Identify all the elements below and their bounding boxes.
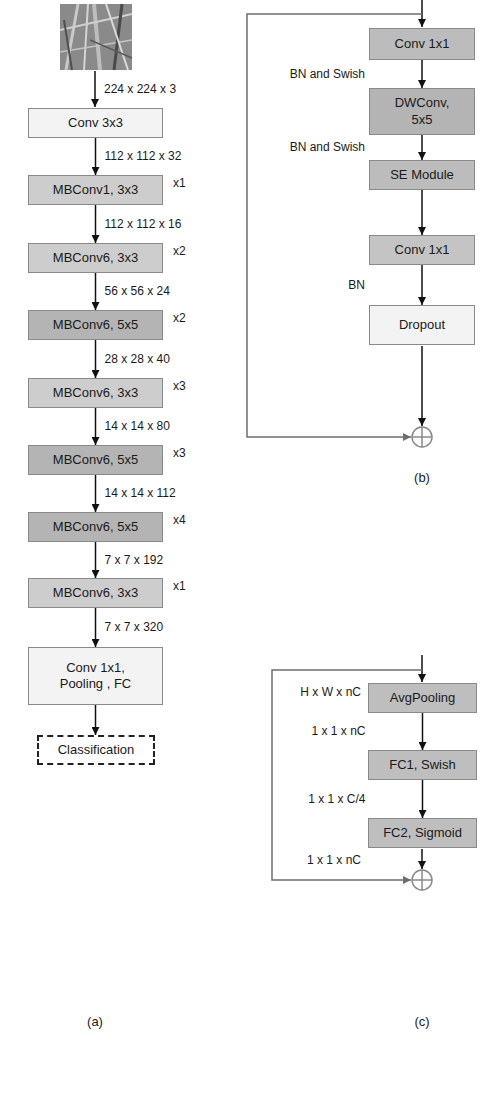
repeat-count: x1	[172, 176, 187, 190]
box-label: Conv 1x1	[395, 242, 450, 258]
box-label: FC1, Swish	[389, 757, 455, 773]
box-label: Conv 3x3	[68, 115, 123, 131]
repeat-count: x4	[172, 513, 187, 527]
edge-label: 7 x 7 x 192	[104, 553, 165, 567]
repeat-count: x2	[172, 311, 187, 325]
mbconv-box: MBConv6, 3x3	[28, 578, 163, 608]
box-label: AvgPooling	[390, 690, 456, 706]
panel-label: (a)	[86, 1014, 104, 1030]
skip-connection	[247, 14, 422, 437]
fc-box: FC1, Swish	[368, 750, 477, 780]
mbconv-box: MBConv6, 3x3	[28, 243, 163, 273]
output-box: Classification	[37, 735, 155, 765]
flow-arrow	[95, 475, 97, 512]
flow-arrow	[95, 408, 97, 445]
box-label: MBConv1, 3x3	[53, 182, 138, 198]
image-ground	[60, 4, 132, 70]
edge-label: 14 x 14 x 112	[104, 486, 177, 500]
flow-arrow	[95, 705, 97, 735]
edge-label: 112 x 112 x 32	[104, 149, 183, 163]
sum-circle	[412, 870, 432, 890]
panel-label: (b)	[413, 470, 431, 486]
sum-circle	[412, 427, 432, 447]
output-arrow	[421, 849, 423, 869]
repeat-count: x3	[172, 446, 187, 460]
fc-box: FC2, Sigmoid	[368, 818, 477, 848]
box-label: Conv 1x1	[395, 36, 450, 52]
edge-label: BN	[347, 278, 366, 292]
input-arrow	[421, 655, 423, 682]
conv-box: Conv 3x3	[28, 108, 163, 138]
edge-label: 7 x 7 x 320	[104, 620, 165, 634]
flow-arrow	[95, 542, 97, 578]
box-label: SE Module	[390, 167, 454, 183]
box-label: FC2, Sigmoid	[383, 825, 462, 841]
flow-arrow	[421, 60, 423, 88]
se-box: SE Module	[369, 160, 475, 190]
mbconv-box: MBConv6, 5x5	[28, 310, 163, 340]
edge-label: 14 x 14 x 80	[104, 419, 171, 433]
box-label: MBConv6, 5x5	[53, 317, 138, 333]
edge-label: BN and Swish	[289, 67, 366, 81]
conv-box: Conv 1x1	[369, 235, 475, 265]
flow-arrow	[422, 713, 424, 750]
sum-cross	[421, 427, 423, 447]
conv-box: Conv 1x1	[369, 28, 475, 60]
flow-arrow	[421, 265, 423, 305]
repeat-count: x3	[172, 379, 187, 393]
dwconv-box: DWConv, 5x5	[369, 88, 475, 135]
tensor-size: H x W x nC	[299, 685, 362, 699]
input-arrow	[94, 71, 96, 107]
repeat-count: x1	[172, 579, 187, 593]
output-arrow	[421, 346, 423, 426]
flow-arrow	[95, 205, 97, 243]
tensor-size: 1 x 1 x nC	[306, 853, 362, 867]
image-branch	[64, 20, 72, 70]
flow-arrow	[95, 138, 97, 175]
sum-symbol	[412, 427, 432, 447]
input-image	[60, 4, 132, 70]
edge-label: 56 x 56 x 24	[104, 284, 171, 298]
mbconv-box: MBConv6, 5x5	[28, 512, 163, 542]
image-branch	[84, 4, 88, 70]
flow-arrow	[95, 340, 97, 378]
edge-label: 112 x 112 x 16	[104, 217, 183, 231]
image-branch	[94, 4, 100, 70]
box-label: MBConv6, 5x5	[53, 452, 138, 468]
flow-arrow	[421, 135, 423, 160]
flow-arrow	[422, 780, 424, 818]
edge-label: BN and Swish	[289, 140, 366, 154]
flow-arrow	[421, 190, 423, 235]
repeat-count: x2	[172, 244, 187, 258]
flow-arrow	[95, 608, 97, 647]
panel-label: (c)	[413, 1014, 430, 1030]
box-label: MBConv6, 5x5	[53, 519, 138, 535]
box-label: MBConv6, 3x3	[53, 250, 138, 266]
sum-cross	[421, 870, 423, 890]
image-branch	[90, 40, 132, 58]
edge-label: 28 x 28 x 40	[104, 352, 171, 366]
box-label: DWConv, 5x5	[387, 95, 457, 128]
edge-label: 1 x 1 x C/4	[307, 792, 366, 806]
pooling-box: AvgPooling	[368, 683, 477, 713]
sum-symbol	[412, 870, 432, 890]
flow-arrow	[95, 273, 97, 310]
image-branch	[106, 4, 128, 70]
head-box: Conv 1x1, Pooling , FC	[28, 647, 163, 705]
box-label: MBConv6, 3x3	[53, 385, 138, 401]
image-branch	[66, 4, 78, 70]
edge-label: 1 x 1 x nC	[310, 724, 366, 738]
mbconv-box: MBConv6, 5x5	[28, 445, 163, 475]
box-label: MBConv6, 3x3	[53, 585, 138, 601]
box-label: Dropout	[399, 317, 445, 333]
box-label: Conv 1x1, Pooling , FC	[52, 660, 140, 693]
mbconv-box: MBConv1, 3x3	[28, 175, 163, 205]
dropout-box: Dropout	[369, 305, 475, 345]
mbconv-box: MBConv6, 3x3	[28, 378, 163, 408]
box-label: Classification	[58, 742, 135, 758]
tensor-size: 224 x 224 x 3	[103, 82, 177, 96]
